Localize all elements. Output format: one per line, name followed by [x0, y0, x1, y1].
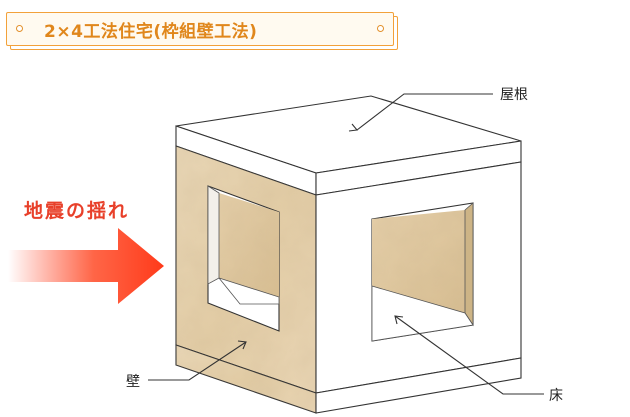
title-banner: 2×4工法住宅(枠組壁工法)	[6, 12, 398, 50]
floor-leader-line	[394, 315, 544, 395]
floor-label: 床	[549, 388, 563, 404]
wall-leader-line	[148, 341, 247, 381]
quake-arrow	[8, 228, 164, 304]
quake-label: 地震の揺れ	[24, 200, 130, 222]
title-right-dot-icon	[377, 25, 384, 32]
diagram-title: 2×4工法住宅(枠組壁工法)	[44, 22, 258, 42]
floor-side-edge	[315, 357, 522, 414]
roof-leader-line	[356, 93, 493, 131]
title-left-dot-icon	[16, 25, 23, 32]
title-banner-front	[6, 12, 394, 46]
wall-label: 壁	[126, 374, 140, 390]
roof-label: 屋根	[500, 87, 528, 103]
